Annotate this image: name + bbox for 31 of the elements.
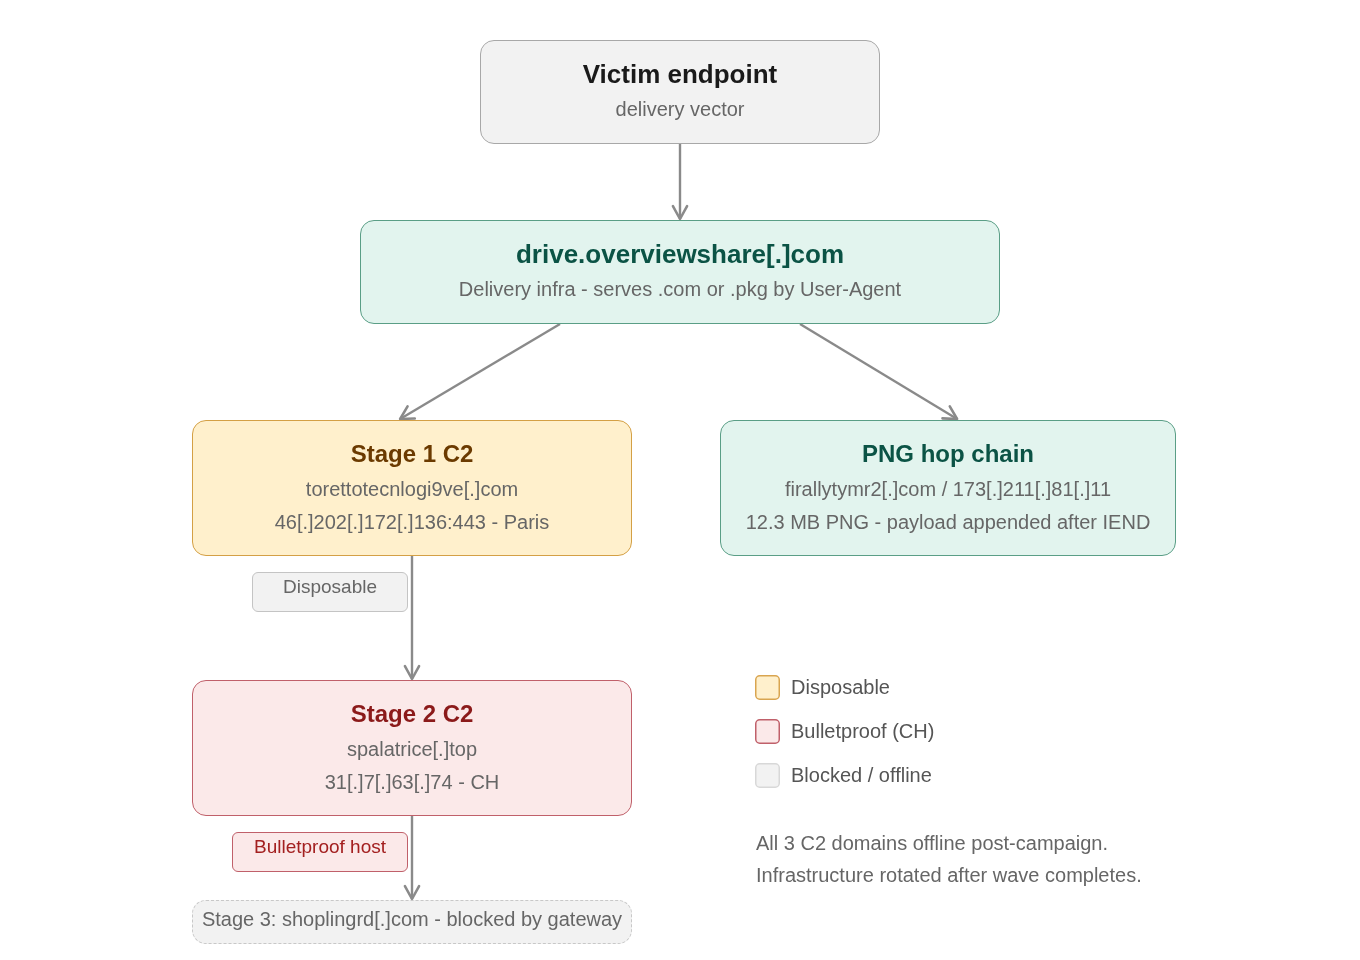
process-box <box>480 40 880 144</box>
node-text: Stage 3: shoplingrd[.]com - blocked by gateway <box>201 907 623 932</box>
node-title: Stage 1 C2 <box>350 438 474 469</box>
process-box <box>360 220 1000 324</box>
legend-label: Disposable <box>791 676 890 699</box>
arrow <box>398 322 561 421</box>
legend-label: Blocked / offline <box>791 764 932 787</box>
note-text: All 3 C2 domains offline post-campaign. Infrastructure rotated after wave completes. <box>756 831 1143 888</box>
node-title: Victim endpoint <box>582 58 778 90</box>
process-box <box>192 900 632 944</box>
legend-label: Bulletproof (CH) <box>791 720 935 743</box>
arrow <box>403 816 421 901</box>
edge-label: Disposable <box>252 572 408 612</box>
node-text: delivery vector <box>615 97 745 122</box>
node-text: 12.3 MB PNG - payload appended after IEND <box>745 509 1151 535</box>
node-text: 31[.]7[.]63[.]74 - CH <box>324 769 500 795</box>
node-title: PNG hop chain <box>862 438 1034 469</box>
process-box <box>192 420 632 556</box>
node-text: torettotecnlogi9ve[.]com <box>305 476 519 502</box>
node-text: spalatrice[.]top <box>346 736 478 762</box>
arrow <box>799 322 959 421</box>
arrow <box>403 556 421 681</box>
node-text: Delivery infra - serves .com or .pkg by User-Agent <box>458 277 902 302</box>
process-box <box>192 680 632 816</box>
process-box <box>720 420 1176 556</box>
node-title: drive.overviewshare[.]com <box>515 238 844 270</box>
arrow <box>671 144 689 221</box>
edge-label: Bulletproof host <box>232 832 408 872</box>
node-title: Stage 2 C2 <box>350 698 474 729</box>
node-text: firallytymr2[.]com / 173[.]211[.]81[.]11 <box>784 476 1112 502</box>
node-text: 46[.]202[.]172[.]136:443 - Paris <box>274 509 550 535</box>
